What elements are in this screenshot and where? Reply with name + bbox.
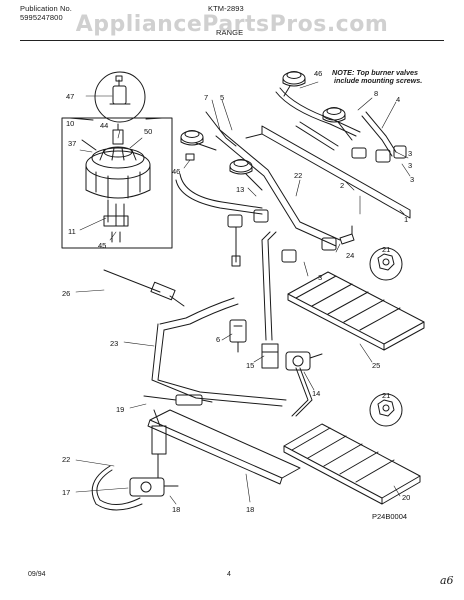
publication-number: 5995247800	[20, 13, 63, 22]
callout-17: 17	[62, 488, 70, 497]
callout-18-right: 18	[246, 505, 254, 514]
callout-14: 14	[312, 389, 320, 398]
manifold-assembly	[175, 87, 411, 247]
footer-page-number: 4	[227, 571, 231, 578]
callout-47: 47	[66, 92, 74, 101]
broil-igniter	[143, 394, 213, 406]
callout-3-a: 3	[408, 149, 412, 158]
callout-23: 23	[110, 339, 118, 348]
callout-18-left: 18	[172, 505, 180, 514]
callout-20: 20	[402, 493, 410, 502]
nut-detail-upper	[369, 247, 403, 281]
safety-valve	[91, 409, 179, 511]
oven-igniter	[229, 319, 247, 353]
publication-label: Publication No.	[20, 4, 72, 13]
callout-1: 1	[404, 215, 408, 224]
callout-21-upper: 21	[382, 245, 390, 254]
callout-22-bottom: 22	[62, 455, 70, 464]
section-title: RANGE	[216, 28, 244, 37]
callout-4: 4	[396, 95, 400, 104]
callout-2: 2	[340, 181, 344, 190]
model-number: KTM-2893	[208, 4, 244, 13]
handwritten-mark: a6	[440, 574, 454, 587]
callout-10: 10	[66, 119, 74, 128]
callout-37: 37	[68, 139, 76, 148]
callout-3-c: 3	[410, 175, 414, 184]
burner-valves	[227, 145, 407, 267]
callout-21-lower: 21	[382, 391, 390, 400]
oven-burner-lower	[283, 423, 421, 505]
callout-15: 15	[246, 361, 254, 370]
inset-magnifier	[61, 71, 173, 249]
callout-24: 24	[346, 251, 354, 260]
header-rule	[20, 40, 444, 41]
callout-13: 13	[236, 185, 244, 194]
orifice-fitting	[339, 225, 355, 245]
oven-supply-tubing	[151, 231, 313, 417]
callout-5: 5	[220, 93, 224, 102]
inset-circle	[94, 71, 146, 123]
mounting-bracket	[261, 343, 279, 369]
callout-11: 11	[68, 227, 76, 236]
note-line-2: include mounting screws.	[334, 76, 423, 85]
top-burner-front-left	[229, 159, 263, 191]
watermark: AppliancePartsPros.com	[75, 12, 389, 37]
thermocouple-lead	[103, 269, 185, 307]
top-burner-rear-right	[282, 71, 306, 97]
callout-8: 8	[374, 89, 378, 98]
callout-19: 19	[116, 405, 124, 414]
top-burner-rear-left	[180, 130, 217, 151]
support-rail	[147, 409, 301, 485]
drawing-code: P24B0004	[372, 512, 407, 521]
footer-date: 09/94	[28, 571, 46, 578]
top-burner-front-right	[322, 107, 353, 141]
inset-box	[61, 117, 173, 249]
callout-26: 26	[62, 289, 70, 298]
oven-burner-upper	[287, 271, 425, 351]
clip	[185, 153, 195, 161]
leader-lines	[75, 81, 411, 505]
callout-25: 25	[372, 361, 380, 370]
callout-46-top: 46	[314, 69, 322, 78]
note-line-1: NOTE: Top burner valves	[332, 68, 419, 77]
callout-46-left: 46	[172, 167, 180, 176]
callout-50: 50	[144, 127, 152, 136]
callout-45: 45	[98, 241, 106, 250]
callout-7: 7	[204, 93, 208, 102]
callout-3-b: 3	[408, 161, 412, 170]
nut-detail-lower	[369, 393, 403, 427]
callout-44: 44	[100, 121, 108, 130]
callout-22-top: 22	[294, 171, 302, 180]
callout-6: 6	[216, 335, 220, 344]
callout-3-d: 3	[318, 273, 322, 282]
oven-control-valve	[285, 351, 323, 371]
callout-numbers: 47 10 44 50 37 11 45 7 5 46 46 8 4 3 3 3…	[62, 69, 414, 521]
